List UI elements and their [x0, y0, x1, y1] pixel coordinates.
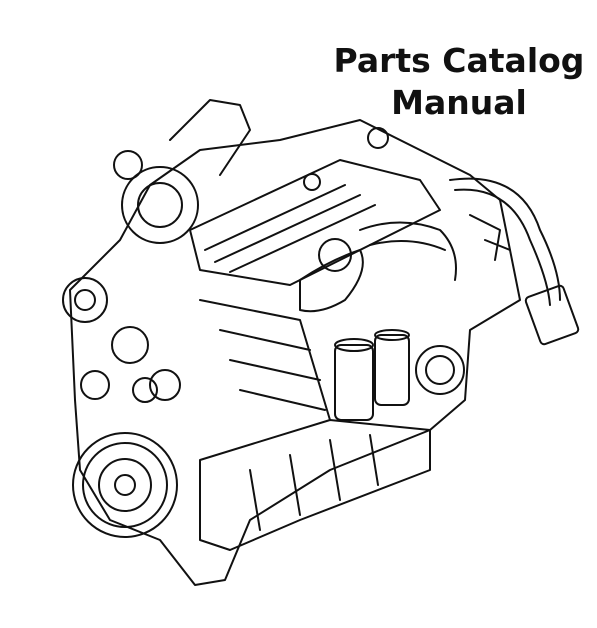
- title-line-1: Parts Catalog: [333, 41, 585, 80]
- document-title: Parts Catalog Manual: [329, 40, 589, 124]
- title-line-2: Manual: [391, 83, 527, 122]
